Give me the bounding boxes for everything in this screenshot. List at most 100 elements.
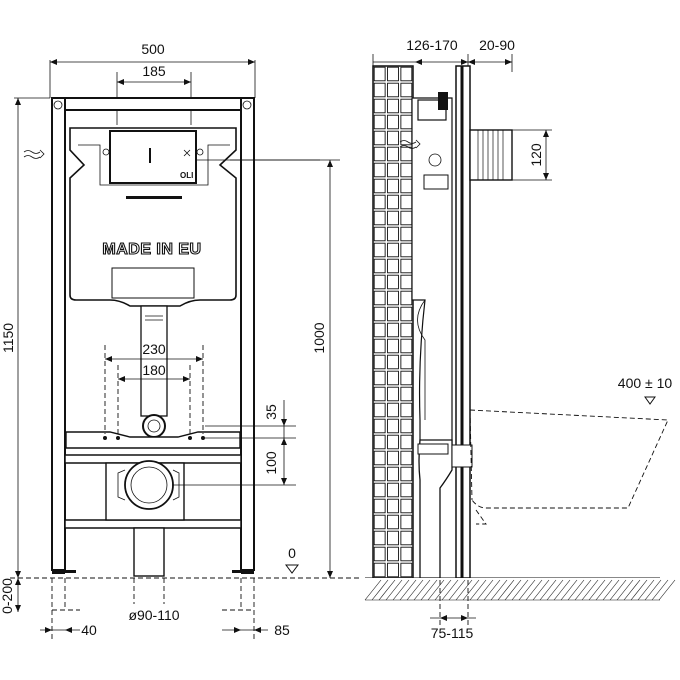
wall-tile (387, 290, 399, 306)
wall-tile (387, 402, 399, 418)
wall-tile (400, 354, 413, 370)
wall-tile (387, 482, 399, 498)
frame-offset-dimension: 20-90 (479, 37, 515, 53)
hatch-line (490, 579, 508, 601)
wall-tile (373, 498, 386, 514)
hatch-line (406, 579, 424, 601)
wall-tile (400, 82, 413, 98)
hatch-line (392, 579, 410, 601)
hatch-line (539, 579, 557, 601)
wall-tile (400, 66, 413, 82)
dimension-100: 100 (263, 451, 279, 475)
wall-tile (387, 146, 399, 162)
hatch-line (420, 579, 438, 601)
wall-tile (400, 258, 413, 274)
tile-wall (372, 65, 414, 579)
hatch-line (434, 579, 452, 601)
hatch-line (553, 579, 571, 601)
flush-height-dimension: 1000 (311, 322, 327, 353)
wall-tile (400, 338, 413, 354)
side-view: 126-170 20-90 120 (364, 37, 676, 641)
wall-tile (387, 66, 399, 82)
hatch-line (504, 579, 522, 601)
hatch-line (630, 579, 648, 601)
wall-tile (400, 274, 413, 290)
wall-tile (373, 226, 386, 242)
hatch-line (469, 579, 487, 601)
hatch-line (574, 579, 592, 601)
wall-tile (373, 162, 386, 178)
hatch-line (581, 579, 599, 601)
wall-tile (373, 242, 386, 258)
wall-tile (400, 370, 413, 386)
wall-tile (373, 402, 386, 418)
flush-pipe (140, 305, 168, 417)
dimension-35: 35 (263, 404, 279, 420)
wall-tile (373, 514, 386, 530)
wall-tile (373, 562, 386, 578)
wall-tile (400, 434, 413, 450)
wall-tile (400, 226, 413, 242)
hatch-line (441, 579, 459, 601)
wall-tile (373, 290, 386, 306)
wall-tile (373, 146, 386, 162)
box-height-dimension: 120 (528, 143, 544, 167)
wall-tile (387, 530, 399, 546)
wall-tile (400, 482, 413, 498)
wall-tile (373, 114, 386, 130)
front-view: 500 185 1150 (0, 41, 360, 640)
wall-tile (373, 322, 386, 338)
drain-diameter-dimension: ø90-110 (128, 607, 179, 623)
wall-tile (387, 258, 399, 274)
hatch-line (427, 579, 445, 601)
wall-tile (387, 82, 399, 98)
outlet-distance-dimension: 75-115 (431, 625, 474, 641)
wall-tile (387, 450, 399, 466)
foot-offset-right: 85 (274, 622, 290, 638)
wall-tile (400, 402, 413, 418)
frame-post-right (240, 97, 255, 571)
hatch-line (532, 579, 550, 601)
wall-tile (373, 418, 386, 434)
brand-logo: OLI (180, 171, 193, 180)
wall-tile (373, 338, 386, 354)
wall-tile (387, 418, 399, 434)
wall-tile (400, 530, 413, 546)
wall-tile (387, 178, 399, 194)
wall-tile (400, 386, 413, 402)
hatch-line (651, 579, 669, 601)
wall-tile (387, 434, 399, 450)
hatch-line (371, 579, 389, 601)
hatch-line (525, 579, 543, 601)
flush-plate-opening (109, 130, 197, 184)
hatch-line (385, 579, 403, 601)
hatch-line (595, 579, 613, 601)
hatch-line (462, 579, 480, 601)
wall-tile (387, 162, 399, 178)
wall-tile (387, 514, 399, 530)
wall-tile (373, 178, 386, 194)
wall-tile (373, 546, 386, 562)
wall-tile (387, 466, 399, 482)
hatch-line (609, 579, 627, 601)
wall-tile (373, 386, 386, 402)
wall-tile (400, 242, 413, 258)
hatch-line (413, 579, 431, 601)
wall-tile (400, 418, 413, 434)
wall-tile (387, 338, 399, 354)
wall-tile (387, 370, 399, 386)
hatch-line (588, 579, 606, 601)
wall-tile (400, 322, 413, 338)
wall-tile (373, 66, 386, 82)
wall-tile (373, 450, 386, 466)
hatch-line (546, 579, 564, 601)
wall-tile (373, 306, 386, 322)
toilet-bowl-outline (469, 409, 669, 509)
inlet-spacing-outer: 230 (142, 341, 166, 357)
wall-tile (400, 466, 413, 482)
wall-tile (387, 226, 399, 242)
wall-tile (400, 162, 413, 178)
floor-level-label: 0 (288, 545, 296, 561)
made-in-eu-label: MADE IN EU (102, 241, 201, 258)
